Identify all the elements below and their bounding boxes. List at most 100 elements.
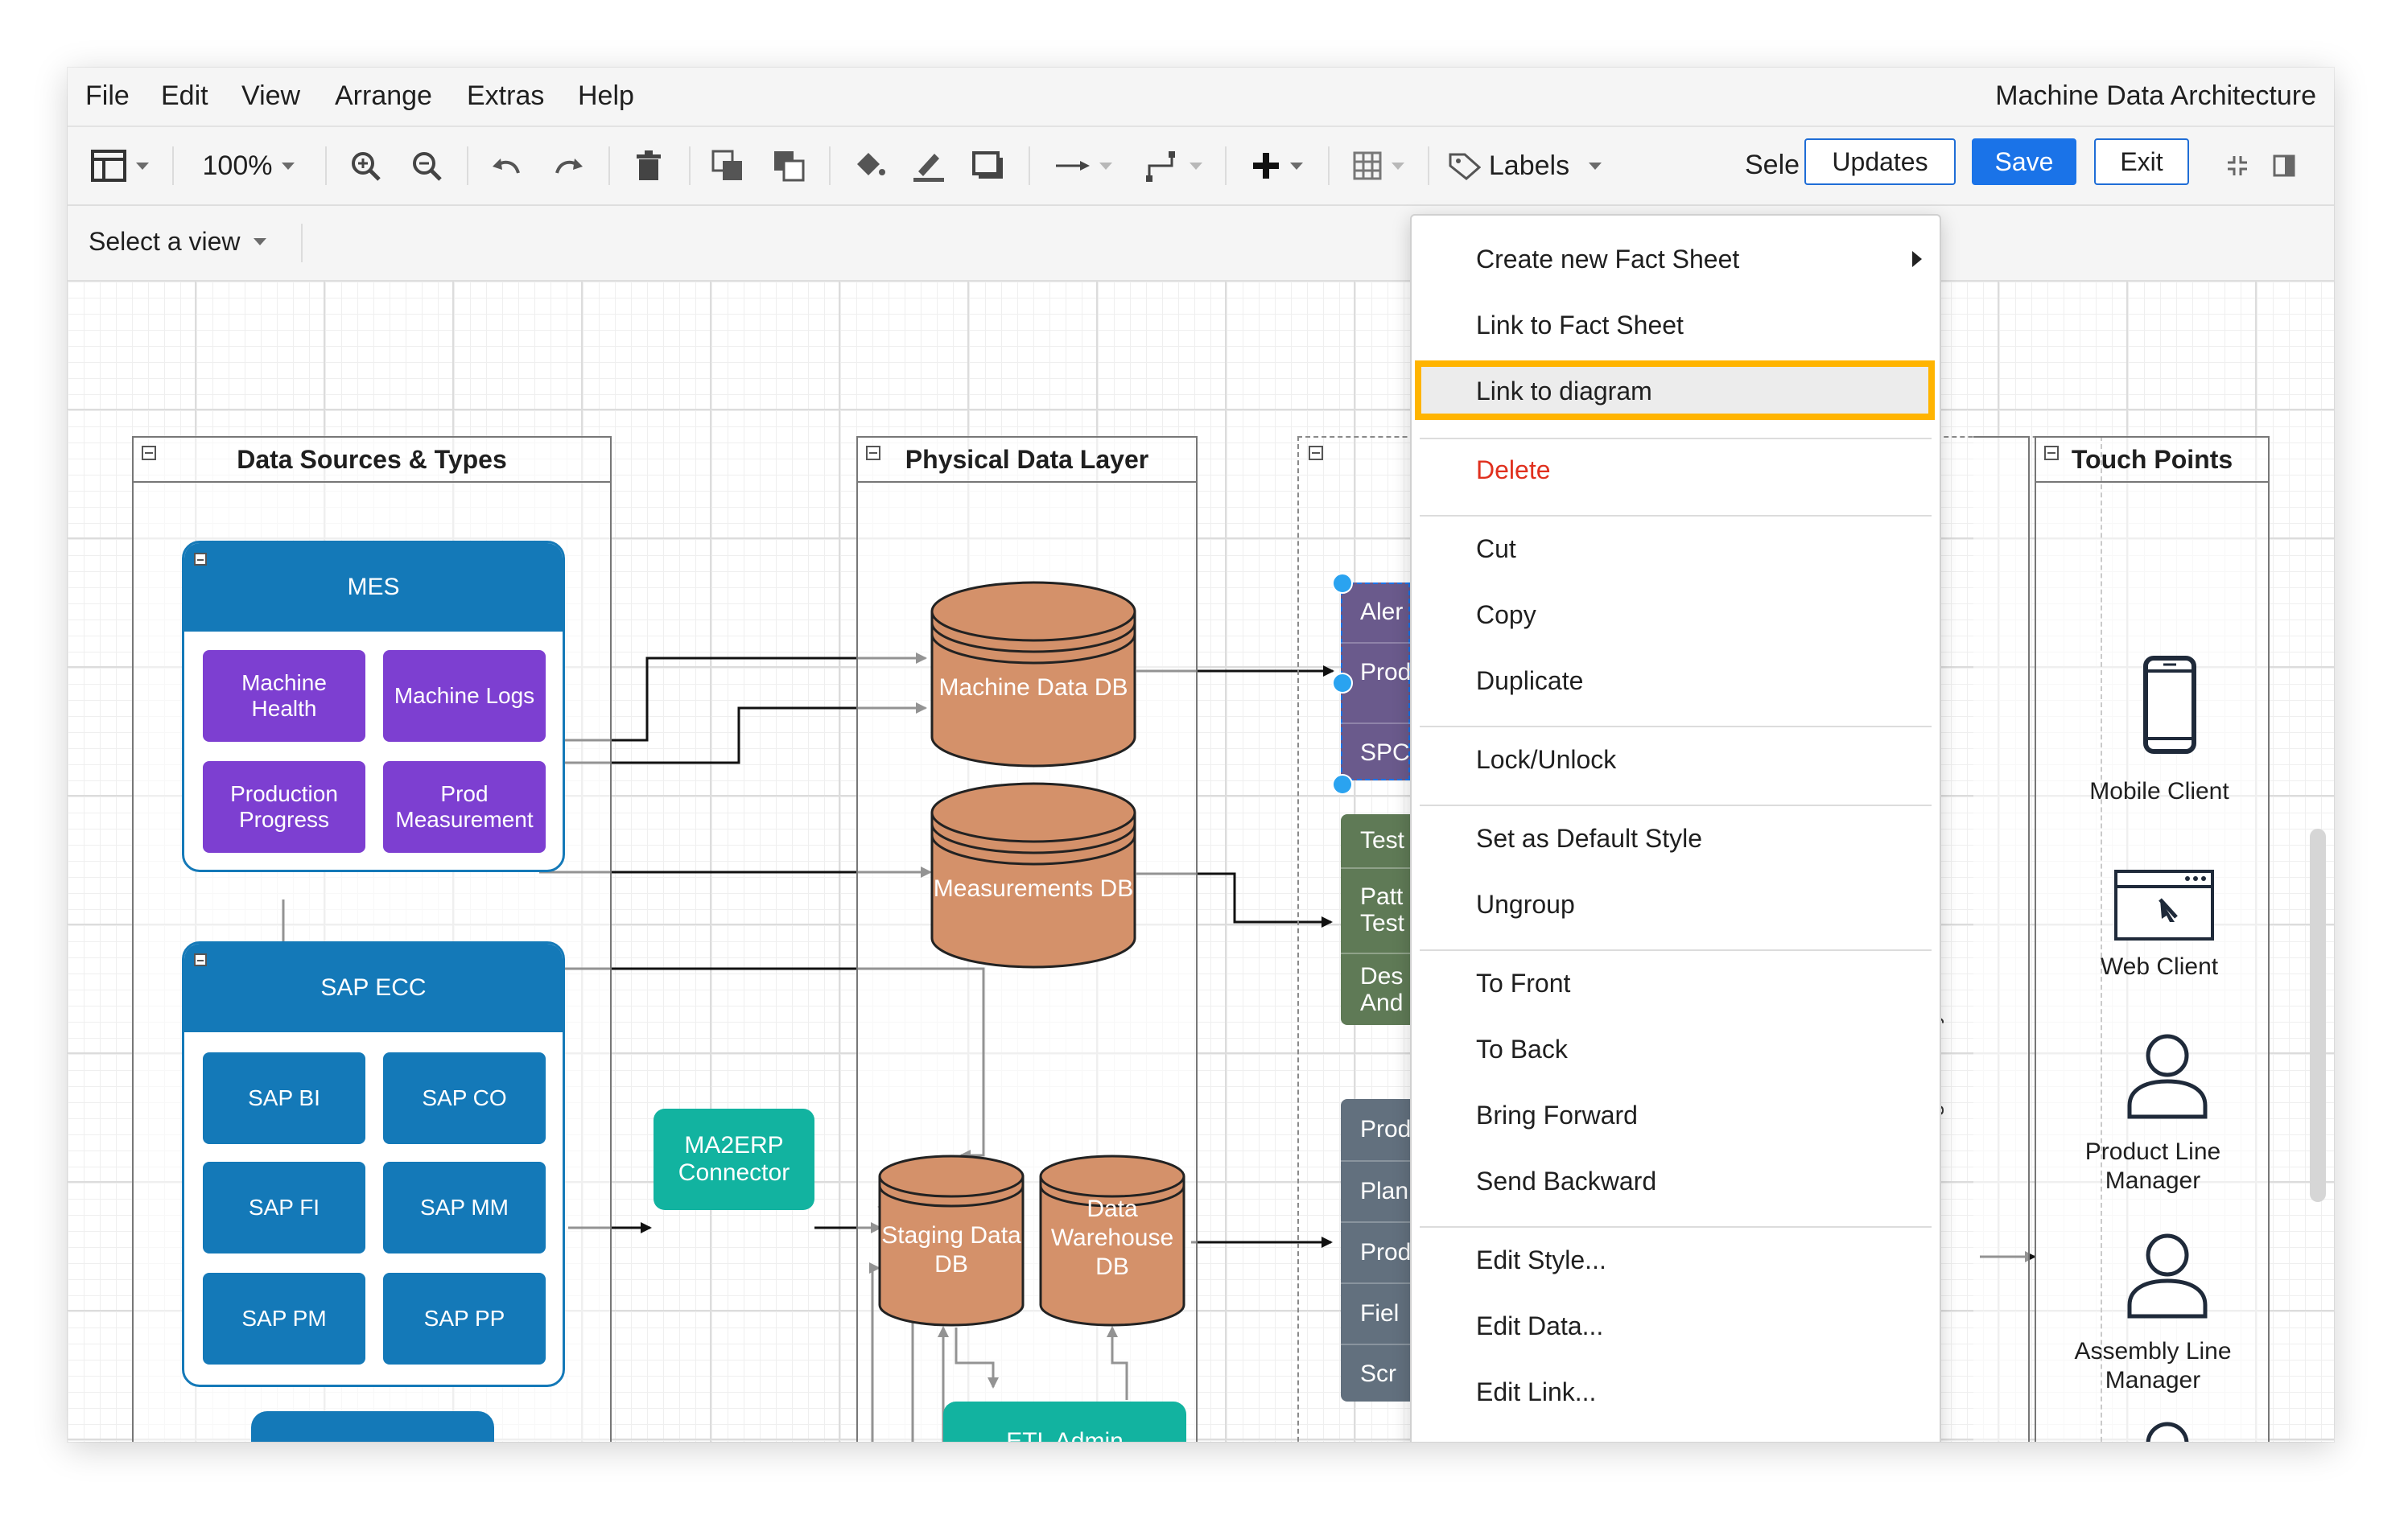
collapse-icon[interactable] — [194, 553, 207, 566]
delete-button[interactable] — [625, 127, 673, 204]
selection-handle[interactable] — [1332, 573, 1353, 594]
line-color-icon — [913, 154, 944, 182]
lane-header: Data Sources & Types — [134, 438, 610, 483]
node-partial-green[interactable] — [1341, 814, 1410, 1025]
vertical-scrollbar[interactable] — [2310, 829, 2326, 1202]
menu-extras[interactable]: Extras — [467, 80, 545, 111]
menubar: File Edit View Arrange Extras Help Machi… — [68, 68, 2334, 127]
fill-color-button[interactable] — [845, 127, 893, 204]
node-machine-logs[interactable]: Machine Logs — [383, 650, 546, 742]
node-sap-bi[interactable]: SAP BI — [203, 1052, 365, 1144]
menu-item-copy[interactable]: Copy — [1476, 600, 1536, 629]
node-machine-health[interactable]: Machine Health — [203, 650, 365, 742]
selection-handle[interactable] — [1332, 774, 1353, 795]
collapse-icon[interactable] — [2044, 446, 2059, 460]
format-panel-button[interactable] — [2268, 127, 2300, 204]
trash-icon — [637, 150, 661, 180]
menu-edit[interactable]: Edit — [161, 80, 208, 111]
node-sap-fi[interactable]: SAP FI — [203, 1162, 365, 1253]
db-warehouse[interactable] — [1038, 1154, 1186, 1328]
chevron-down-icon — [1290, 162, 1303, 170]
menu-item-send-backward[interactable]: Send Backward — [1476, 1167, 1657, 1196]
connector[interactable] — [539, 702, 927, 764]
strip-item: SPC — [1341, 722, 1410, 780]
selection-handle[interactable] — [1332, 673, 1353, 694]
person-icon[interactable] — [2126, 1033, 2208, 1120]
menu-item-bring-forward[interactable]: Bring Forward — [1476, 1101, 1638, 1130]
menu-item-to-back[interactable]: To Back — [1476, 1035, 1568, 1064]
mobile-phone-icon[interactable] — [2142, 655, 2197, 755]
collapse-icon[interactable] — [194, 953, 207, 966]
lane-bi-layer[interactable] — [1973, 436, 2030, 1442]
submenu-arrow-icon — [1912, 251, 1922, 267]
select-truncated-label[interactable]: Sele — [1745, 150, 1800, 180]
connection-style-button[interactable] — [1045, 127, 1122, 204]
insert-button[interactable] — [1241, 127, 1313, 204]
node-sap-pp[interactable]: SAP PP — [383, 1273, 546, 1365]
db-machine-data[interactable] — [929, 579, 1138, 769]
shadow-button[interactable] — [964, 127, 1012, 204]
menu-item-create-fact-sheet[interactable]: Create new Fact Sheet — [1476, 245, 1740, 274]
group-partial[interactable] — [251, 1411, 494, 1442]
menu-item-ungroup[interactable]: Ungroup — [1476, 890, 1575, 919]
to-back-icon — [774, 151, 805, 182]
node-sap-mm[interactable]: SAP MM — [383, 1162, 546, 1253]
layout-button[interactable] — [84, 127, 156, 204]
labels-dropdown[interactable]: Labels — [1441, 127, 1610, 204]
select-view-dropdown[interactable]: Select a view — [89, 227, 266, 257]
node-etl-admin[interactable]: ETL Admin — [943, 1402, 1186, 1442]
redo-button[interactable] — [544, 127, 592, 204]
menu-arrange[interactable]: Arrange — [335, 80, 432, 111]
menu-item-lock-unlock[interactable]: Lock/Unlock — [1476, 745, 1617, 774]
menu-file[interactable]: File — [85, 80, 130, 111]
zoom-select[interactable]: 100% — [188, 127, 309, 204]
table-button[interactable] — [1342, 127, 1415, 204]
save-button[interactable]: Save — [1972, 138, 2076, 185]
zoom-in-button[interactable] — [341, 127, 390, 204]
menu-item-duplicate[interactable]: Duplicate — [1476, 666, 1584, 695]
menu-item-edit-data[interactable]: Edit Data... — [1476, 1311, 1604, 1340]
menu-item-link-diagram[interactable]: Link to diagram — [1476, 377, 1652, 405]
node-partial-slate[interactable] — [1341, 1099, 1410, 1402]
menu-item-link-fact-sheet[interactable]: Link to Fact Sheet — [1476, 311, 1684, 340]
menu-item-delete[interactable]: Delete — [1476, 455, 1551, 484]
menu-item-edit-style[interactable]: Edit Style... — [1476, 1245, 1606, 1274]
menu-item-edit-link[interactable]: Edit Link... — [1476, 1377, 1597, 1406]
person-icon[interactable] — [2126, 1233, 2208, 1319]
collapse-icon[interactable] — [1309, 446, 1323, 460]
strip-item: Aler — [1360, 598, 1404, 625]
exit-button[interactable]: Exit — [2094, 138, 2189, 185]
strip-item: Prod — [1341, 1221, 1410, 1281]
touch-point-label: Product Line Manager — [2084, 1138, 2221, 1194]
lane-title: Data Sources & Types — [237, 444, 507, 474]
db-staging[interactable] — [877, 1154, 1025, 1328]
undo-button[interactable] — [483, 127, 531, 204]
menu-item-cut[interactable]: Cut — [1476, 534, 1516, 563]
person-icon[interactable] — [2126, 1421, 2208, 1442]
collapse-icon[interactable] — [866, 446, 880, 460]
browser-window-icon[interactable] — [2113, 869, 2215, 941]
group-header: SAP ECC — [184, 944, 563, 1032]
waypoints-icon — [1146, 151, 1175, 182]
node-ma2erp-connector[interactable]: MA2ERP Connector — [654, 1109, 814, 1210]
menu-view[interactable]: View — [241, 80, 301, 111]
app-window: File Edit View Arrange Extras Help Machi… — [68, 68, 2334, 1442]
line-color-button[interactable] — [905, 127, 953, 204]
zoom-out-button[interactable] — [402, 127, 451, 204]
node-sap-co[interactable]: SAP CO — [383, 1052, 546, 1144]
node-prod-measurement[interactable]: Prod Measurement — [383, 761, 546, 853]
to-front-button[interactable] — [703, 127, 752, 204]
updates-button[interactable]: Updates — [1804, 138, 1956, 185]
node-production-progress[interactable]: Production Progress — [203, 761, 365, 853]
menu-item-to-front[interactable]: To Front — [1476, 969, 1571, 998]
diagram-canvas[interactable]: Data Sources & Types Physical Data Layer… — [68, 282, 2334, 1442]
menu-help[interactable]: Help — [578, 80, 634, 111]
fullscreen-button[interactable] — [2221, 127, 2253, 204]
waypoints-button[interactable] — [1135, 127, 1212, 204]
touch-point-label: Assembly Line Manager — [2074, 1338, 2232, 1393]
menu-item-set-default-style[interactable]: Set as Default Style — [1476, 824, 1703, 853]
collapse-icon[interactable] — [142, 446, 156, 460]
node-sap-pm[interactable]: SAP PM — [203, 1273, 365, 1365]
db-measurements[interactable] — [929, 780, 1138, 970]
to-back-button[interactable] — [765, 127, 813, 204]
